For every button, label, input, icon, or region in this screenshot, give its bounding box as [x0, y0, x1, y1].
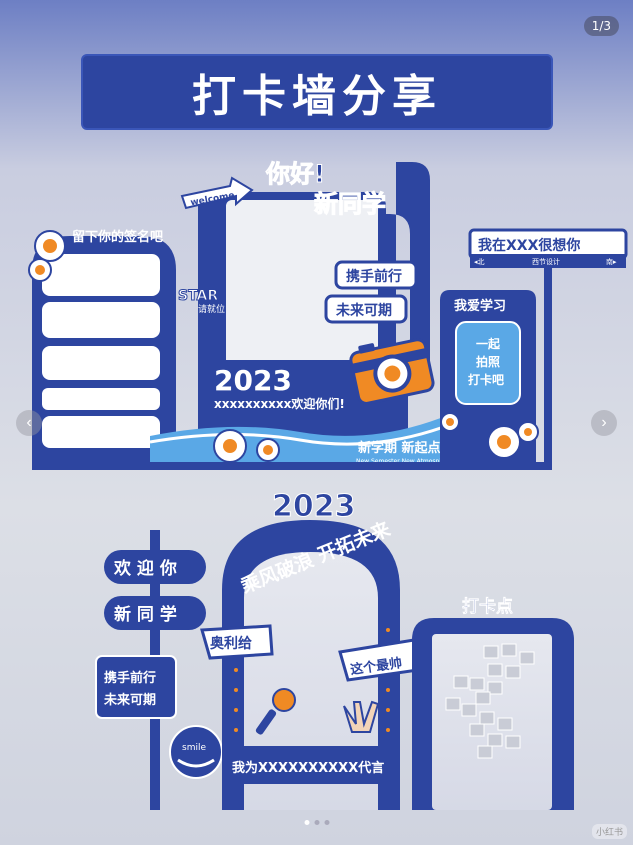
victory-hand-icon [343, 700, 380, 733]
arch-bottom-line: 我为XXXXXXXXXX代言 [232, 760, 384, 776]
signature-slot [42, 346, 160, 380]
svg-text:这个最帅: 这个最帅 [349, 655, 403, 678]
svg-text:smile: smile [182, 743, 206, 753]
wave-main: 新学期 新起点 [358, 440, 441, 456]
signature-slot [42, 254, 160, 296]
svg-text:拍照: 拍照 [476, 354, 500, 369]
svg-text:我爱学习: 我爱学习 [454, 298, 506, 314]
tag-hand: 携手前行 [334, 260, 418, 290]
svg-text:南▸: 南▸ [606, 257, 617, 266]
signature-slot [42, 388, 160, 410]
panel1-year: 2023 [214, 364, 292, 397]
title-banner: 打卡墙分享 [81, 54, 553, 130]
flower-icon [440, 412, 539, 459]
watermark: 小红书 [591, 824, 627, 839]
microphone-icon [255, 688, 296, 735]
page-title: 打卡墙分享 [192, 71, 442, 122]
flower-icon [28, 230, 66, 282]
photo-booth: 我爱学习 一起 拍照 打卡吧 [440, 290, 536, 470]
svg-text:一起: 一起 [476, 336, 501, 351]
greeting-line2: 新同学 [314, 190, 386, 218]
svg-text:打卡吧: 打卡吧 [468, 372, 504, 387]
signature-slot [42, 416, 160, 448]
svg-text:携手前行: 携手前行 [104, 670, 156, 686]
svg-text:未来可期: 未来可期 [336, 302, 392, 319]
prev-image-button[interactable]: ‹ [16, 410, 42, 436]
carousel-dots [304, 820, 329, 825]
panel2-year: 2023 [272, 489, 356, 524]
wave-sub: New Semester New Atmosphere [356, 458, 453, 465]
smile-sign: smile [169, 725, 223, 779]
carousel-dot[interactable] [324, 820, 329, 825]
svg-text:奥利给: 奥利给 [210, 635, 252, 652]
signature-slot [42, 302, 160, 338]
camera-icon [349, 338, 435, 405]
photo-grid [445, 643, 535, 759]
flower-icon [213, 429, 280, 463]
star-text: STAR [178, 288, 218, 304]
welcome-line: xxxxxxxxxx欢迎你们! [214, 396, 345, 411]
svg-text:欢 迎 你: 欢 迎 你 [113, 558, 177, 579]
svg-text:◂北: ◂北 [474, 258, 485, 266]
star-sub: 请就位 [198, 303, 225, 315]
greeting-line1: 你好! [265, 160, 325, 188]
svg-text:我在XXX很想你: 我在XXX很想你 [478, 237, 580, 254]
svg-text:携手前行: 携手前行 [346, 268, 402, 285]
checkin-title: 打卡点 [462, 596, 513, 617]
bubble-left: 奥利给 [200, 624, 274, 660]
carousel-dot[interactable] [304, 820, 309, 825]
direction-sign: 我在XXX很想你 ◂北 西节设计 南▸ [468, 228, 628, 470]
welcome-circles: 欢 迎 你 新 同 学 [104, 550, 206, 630]
tag-future: 未来可期 [324, 294, 408, 324]
next-image-button[interactable]: › [591, 410, 617, 436]
svg-text:未来可期: 未来可期 [103, 692, 156, 708]
page-counter: 1/3 [583, 16, 619, 36]
checkin-wall-design-2: 欢 迎 你 新 同 学 携手前行 未来可期 smile 2023 乘风破浪 开拓… [95, 489, 574, 810]
svg-text:新 同 学: 新 同 学 [114, 604, 177, 625]
carousel-dot[interactable] [314, 820, 319, 825]
hand-board: 携手前行 未来可期 [95, 655, 177, 719]
signature-label: 留下你的签名吧 [72, 229, 163, 245]
svg-text:西节设计: 西节设计 [532, 257, 560, 266]
checkin-wall-design-1: 留下你的签名吧 welcome 你好! 新同学 STAR 请就位 携手前行 未来… [28, 160, 628, 470]
